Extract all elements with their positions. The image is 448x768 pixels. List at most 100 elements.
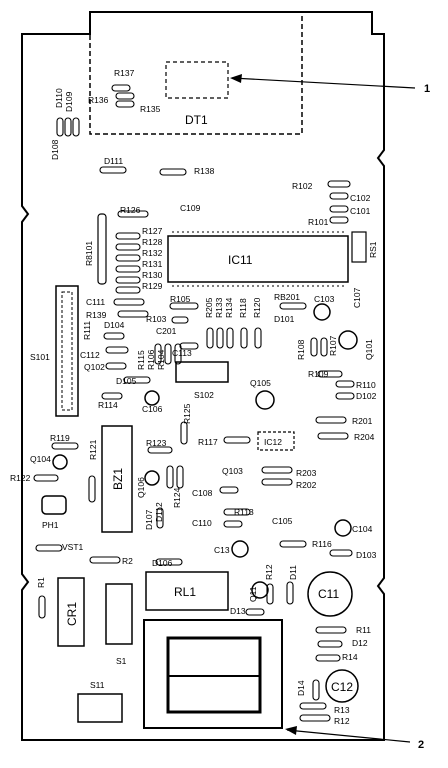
component-body <box>176 465 184 489</box>
label-q105: Q105 <box>250 378 271 388</box>
component-body <box>169 302 199 310</box>
label-rs1: RS1 <box>368 241 378 258</box>
label-r113: R113 <box>234 507 254 517</box>
label-d105: D105 <box>116 376 137 386</box>
label-r115: R115 <box>136 350 146 370</box>
component-body <box>329 192 349 200</box>
label-r12: R12 <box>264 564 274 580</box>
label-r12b: R12 <box>334 716 350 726</box>
label-r129: R129 <box>142 281 163 291</box>
label-d104: D104 <box>104 320 125 330</box>
label-r120: R120 <box>252 297 262 318</box>
label-c112: C112 <box>80 350 100 360</box>
callout-label-1: 1 <box>424 83 430 95</box>
label-r105: R105 <box>170 294 191 304</box>
c106-cap <box>144 390 160 406</box>
label-r127: R127 <box>142 226 163 236</box>
component-body <box>299 702 327 710</box>
component-body <box>261 478 293 486</box>
c13-cap <box>231 540 249 558</box>
component-body <box>223 436 251 444</box>
component-body <box>156 507 164 529</box>
component-body <box>223 508 251 516</box>
callout-line-2 <box>286 729 411 743</box>
component-body <box>179 342 199 350</box>
callout-line-1 <box>231 77 416 89</box>
component-body <box>317 370 343 378</box>
component-body <box>33 474 59 482</box>
label-r204: R204 <box>354 432 375 442</box>
component-body <box>105 346 129 354</box>
component-body <box>99 166 127 174</box>
label-c109: C109 <box>180 203 201 213</box>
label-r135: R135 <box>140 104 161 114</box>
label-c102: C102 <box>350 193 371 203</box>
label-dt1: DT1 <box>185 113 208 127</box>
label-c11: C11 <box>318 587 339 601</box>
label-r121: R121 <box>88 439 98 460</box>
component-body <box>51 442 79 450</box>
label-d108: D108 <box>50 139 60 160</box>
component-body <box>56 117 64 137</box>
component-body <box>72 117 80 137</box>
label-r109: R109 <box>308 369 329 379</box>
component-body <box>159 168 187 176</box>
component-body <box>329 216 349 224</box>
q101-transistor <box>338 330 358 350</box>
label-r202: R202 <box>296 480 317 490</box>
label-d12: D12 <box>352 638 368 648</box>
label-r107: R107 <box>328 335 338 356</box>
component-body <box>312 679 320 701</box>
label-r118: R118 <box>238 298 248 318</box>
labels-group: DT1 R137 R136 R135 D110 D109 D108 D111 R… <box>10 68 430 751</box>
component-body <box>329 549 353 557</box>
component-body <box>317 432 349 440</box>
component-body <box>327 180 351 188</box>
label-r102: R102 <box>292 181 313 191</box>
s11-switch <box>77 693 123 723</box>
label-r1: R1 <box>36 577 46 588</box>
component-body <box>245 608 265 616</box>
component-body <box>117 210 149 218</box>
component-body <box>115 286 141 294</box>
label-vst1: VST1 <box>62 542 84 552</box>
component-body <box>115 254 141 262</box>
label-c107: C107 <box>352 287 362 308</box>
component-body <box>115 276 141 284</box>
s101-switch <box>55 285 79 417</box>
component-body <box>64 117 72 137</box>
dt1-sensor <box>165 61 229 99</box>
label-c113: C113 <box>172 348 192 358</box>
label-r131: R131 <box>142 259 163 269</box>
component-body <box>315 654 341 662</box>
component-body <box>216 327 224 349</box>
label-s11: S11 <box>90 680 105 690</box>
label-r2: R2 <box>122 556 133 566</box>
bz1-part <box>101 425 133 533</box>
label-d13: D13 <box>230 606 246 616</box>
label-c12: C12 <box>331 680 353 694</box>
r8101-part <box>97 213 107 285</box>
component-body <box>240 327 248 349</box>
component-body <box>115 265 141 273</box>
component-body <box>166 465 174 489</box>
component-body <box>279 540 307 548</box>
component-body <box>115 92 135 100</box>
component-body <box>115 243 141 251</box>
q106-transistor <box>144 470 160 486</box>
component-body <box>223 520 243 528</box>
component-body <box>164 343 172 365</box>
label-ph1: PH1 <box>42 520 59 530</box>
callout-label-2: 2 <box>418 739 424 751</box>
callout-arrow-2 <box>285 726 297 735</box>
component-body <box>89 556 121 564</box>
c103-cap <box>313 303 331 321</box>
label-bz1: BZ1 <box>111 468 125 490</box>
label-r114: R114 <box>98 400 118 410</box>
label-q11: Q11 <box>248 586 258 602</box>
callout-arrow-1 <box>230 74 242 83</box>
main-switch-outer <box>143 619 283 729</box>
label-r117: R117 <box>198 437 218 447</box>
label-c105: C105 <box>272 516 293 526</box>
label-r106: R106 <box>146 349 156 370</box>
